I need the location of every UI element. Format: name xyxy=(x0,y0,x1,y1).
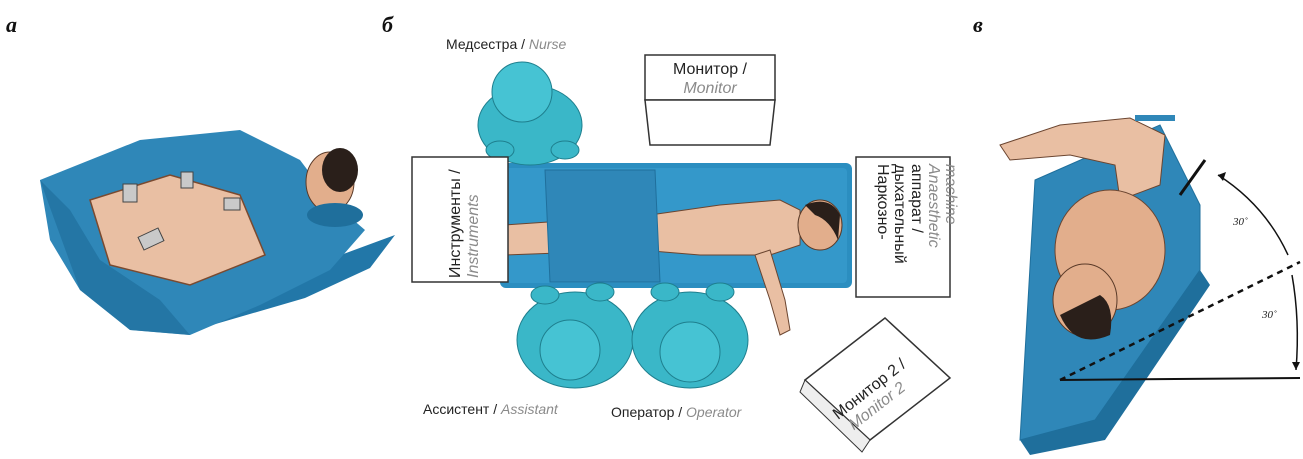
operator-label-ru: Оператор / xyxy=(611,404,686,420)
panel-a-illustration xyxy=(40,130,395,335)
anaesthetic-label-en-1: Anaesthetic xyxy=(925,163,942,248)
head-pillow-a xyxy=(307,203,363,227)
nurse-label-ru: Медсестра / xyxy=(446,36,529,52)
instruments-label-ru: Инструменты / xyxy=(447,169,464,278)
nurse-label: Медсестра / Nurse xyxy=(446,36,566,52)
surgical-drape-b xyxy=(545,170,660,282)
panel-b-illustration: Монитор / Monitor Инструменты / Instrume… xyxy=(412,55,959,452)
assistant-label-ru: Ассистент / xyxy=(423,401,501,417)
assistant-label: Ассистент / Assistant xyxy=(423,401,558,417)
patient-hair-a xyxy=(322,148,358,192)
monitor2-box: Монитор 2 / Monitor 2 xyxy=(800,318,950,452)
instruments-label-en: Instruments xyxy=(465,194,482,278)
nurse-label-en: Nurse xyxy=(529,36,566,52)
monitor-label-ru: Монитор / xyxy=(673,61,748,78)
nurse-figure xyxy=(478,62,582,165)
angle-arc-upper xyxy=(1218,175,1288,255)
assistant-figure xyxy=(517,283,633,388)
operator-figure xyxy=(632,283,748,388)
panel-c-illustration: 30˚ 30˚ xyxy=(1000,115,1300,455)
angle-label-upper: 30˚ xyxy=(1232,216,1248,228)
anaesthetic-label-ru-1: Наркозно- xyxy=(874,164,891,240)
anaesthetic-machine-box: Наркозно- дыхательный аппарат / Anaesthe… xyxy=(856,157,959,297)
anaesthetic-label-ru-3: аппарат / xyxy=(908,164,925,233)
monitor-box: Монитор / Monitor xyxy=(645,55,775,145)
angle-arc-lower xyxy=(1292,275,1297,370)
instruments-box: Инструменты / Instruments xyxy=(412,157,508,282)
anaesthetic-label-en-2: machine xyxy=(942,164,959,225)
anaesthetic-label-ru-2: дыхательный xyxy=(891,164,908,264)
angle-label-lower: 30˚ xyxy=(1261,309,1277,321)
assistant-label-en: Assistant xyxy=(501,401,558,417)
operator-label-en: Operator xyxy=(686,404,741,420)
operator-label: Оператор / Operator xyxy=(611,404,741,420)
monitor-label-en: Monitor xyxy=(683,80,737,97)
